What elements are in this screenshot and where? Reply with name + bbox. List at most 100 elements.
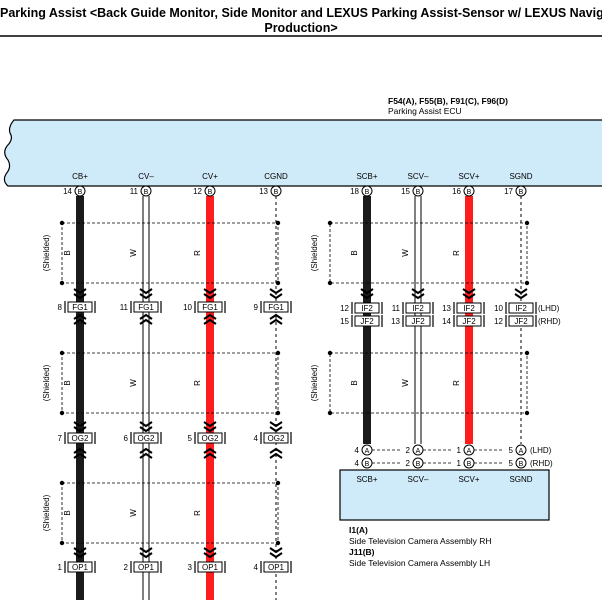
- connector-name: IF2: [463, 304, 475, 313]
- camera-pin-number: 2: [406, 459, 411, 468]
- chevron-up-icon: [73, 447, 87, 454]
- connector-name: OP1: [268, 563, 285, 572]
- ecu-pin-label-sgnd: SGND: [509, 172, 532, 181]
- connector-name: FG1: [138, 303, 154, 312]
- chevron-up-icon: [203, 447, 217, 454]
- shielded-label: (Shielded): [310, 364, 319, 401]
- ecu-pin-number: 15: [401, 187, 410, 196]
- camera-pin-number: 5: [509, 446, 514, 455]
- ecu-pin-circle: [140, 185, 152, 197]
- wire-cv-minus: [142, 196, 150, 600]
- connector-name: FG1: [202, 303, 218, 312]
- shield-box-left-1: [61, 222, 279, 284]
- shielded-label: (Shielded): [42, 364, 51, 401]
- connector-pin-number: 15: [340, 317, 349, 326]
- connector-pin-number: 13: [391, 317, 400, 326]
- ecu-pin-label-scv-minus: SCV–: [408, 172, 429, 181]
- shield-ground-dot: [59, 350, 65, 356]
- wire-color-label: R: [193, 380, 202, 386]
- wire-color-label: B: [350, 380, 359, 385]
- connector-if2: [456, 302, 482, 314]
- chevron-down-icon: [269, 426, 283, 433]
- wire-color-label: B: [63, 380, 72, 385]
- chevron-up-icon: [203, 452, 217, 459]
- ecu-pin-circle: [74, 185, 86, 197]
- ecu-pin-connector-letter: B: [519, 189, 524, 196]
- connector-jf2: [354, 315, 380, 327]
- connector-pin-number: 9: [254, 303, 259, 312]
- chevron-down-icon: [139, 552, 153, 559]
- shielded-label: (Shielded): [310, 234, 319, 271]
- wire-cb-plus: [76, 196, 84, 600]
- wire-color-label: R: [452, 380, 461, 386]
- connector-og2: [133, 432, 159, 444]
- chevron-down-icon: [203, 426, 217, 433]
- connector-name: OG2: [268, 434, 285, 443]
- shield-ground-dot: [327, 280, 333, 286]
- shield-ground-dot: [327, 220, 333, 226]
- chevron-up-icon: [139, 447, 153, 454]
- chevron-down-icon: [73, 293, 87, 300]
- ecu-pin-connector-letter: B: [208, 189, 213, 196]
- connector-name: IF2: [361, 304, 373, 313]
- connector-name: JF2: [462, 317, 476, 326]
- wire-color-label: W: [401, 249, 410, 257]
- chevron-up-icon: [203, 313, 217, 320]
- connector-name: JF2: [360, 317, 374, 326]
- shield-ground-dot: [275, 280, 281, 286]
- connector-pin-number: 5: [188, 434, 193, 443]
- connector-op1: [133, 561, 159, 573]
- camera-pin-circle: [515, 457, 527, 469]
- title-line-2: Production>: [264, 21, 338, 35]
- camera-pin-connector-letter: B: [416, 461, 421, 468]
- connector-fg1: [133, 301, 159, 313]
- chevron-down-icon: [139, 293, 153, 300]
- camera-pin-number: 4: [355, 446, 360, 455]
- connector-name: IF2: [412, 304, 424, 313]
- chevron-down-icon: [139, 421, 153, 428]
- connector-op1: [197, 561, 223, 573]
- chevron-down-icon: [203, 421, 217, 428]
- chevron-down-icon: [411, 293, 425, 300]
- wire-color-label: B: [350, 250, 359, 255]
- shield-ground-dot: [524, 220, 530, 226]
- ecu-pin-label-cv-minus: CV–: [138, 172, 154, 181]
- chevron-down-icon: [360, 293, 374, 300]
- connector-name: OP1: [72, 563, 89, 572]
- ecu-pin-label-cv-plus: CV+: [202, 172, 218, 181]
- ecu-pin-circle: [412, 185, 424, 197]
- ecu-pin-number: 14: [63, 187, 72, 196]
- camera-id-a: I1(A): [349, 525, 368, 535]
- camera-label-sgnd: SGND: [509, 475, 532, 484]
- ecu-pin-label-cb-plus: CB+: [72, 172, 88, 181]
- chevron-up-icon: [73, 452, 87, 459]
- connector-pin-number: 12: [494, 317, 503, 326]
- camera-pin-connector-letter: A: [467, 448, 472, 455]
- shield-box-right-2: [329, 352, 528, 414]
- ecu-pin-circle: [204, 185, 216, 197]
- chevron-down-icon: [360, 288, 374, 295]
- camera-pin-connector-letter: A: [519, 448, 524, 455]
- connector-fg1: [197, 301, 223, 313]
- chevron-up-icon: [269, 447, 283, 454]
- connector-name: OG2: [138, 434, 155, 443]
- ecu-pin-circle: [270, 185, 282, 197]
- connector-pin-number: 7: [58, 434, 63, 443]
- chevron-up-icon: [139, 452, 153, 459]
- shield-ground-dot: [59, 540, 65, 546]
- shield-ground-dot: [275, 540, 281, 546]
- connector-name: JF2: [411, 317, 425, 326]
- camera-pin-connector-letter: A: [416, 448, 421, 455]
- parking-assist-ecu-box: [3, 119, 602, 187]
- connector-jf2: [456, 315, 482, 327]
- chevron-down-icon: [73, 421, 87, 428]
- shield-ground-dot: [524, 350, 530, 356]
- ecu-pin-number: 11: [130, 187, 139, 196]
- shield-ground-dot: [524, 280, 530, 286]
- chevron-down-icon: [462, 293, 476, 300]
- ecu-pin-label-scb-plus: SCB+: [356, 172, 377, 181]
- chevron-up-icon: [139, 313, 153, 320]
- chevron-down-icon: [462, 288, 476, 295]
